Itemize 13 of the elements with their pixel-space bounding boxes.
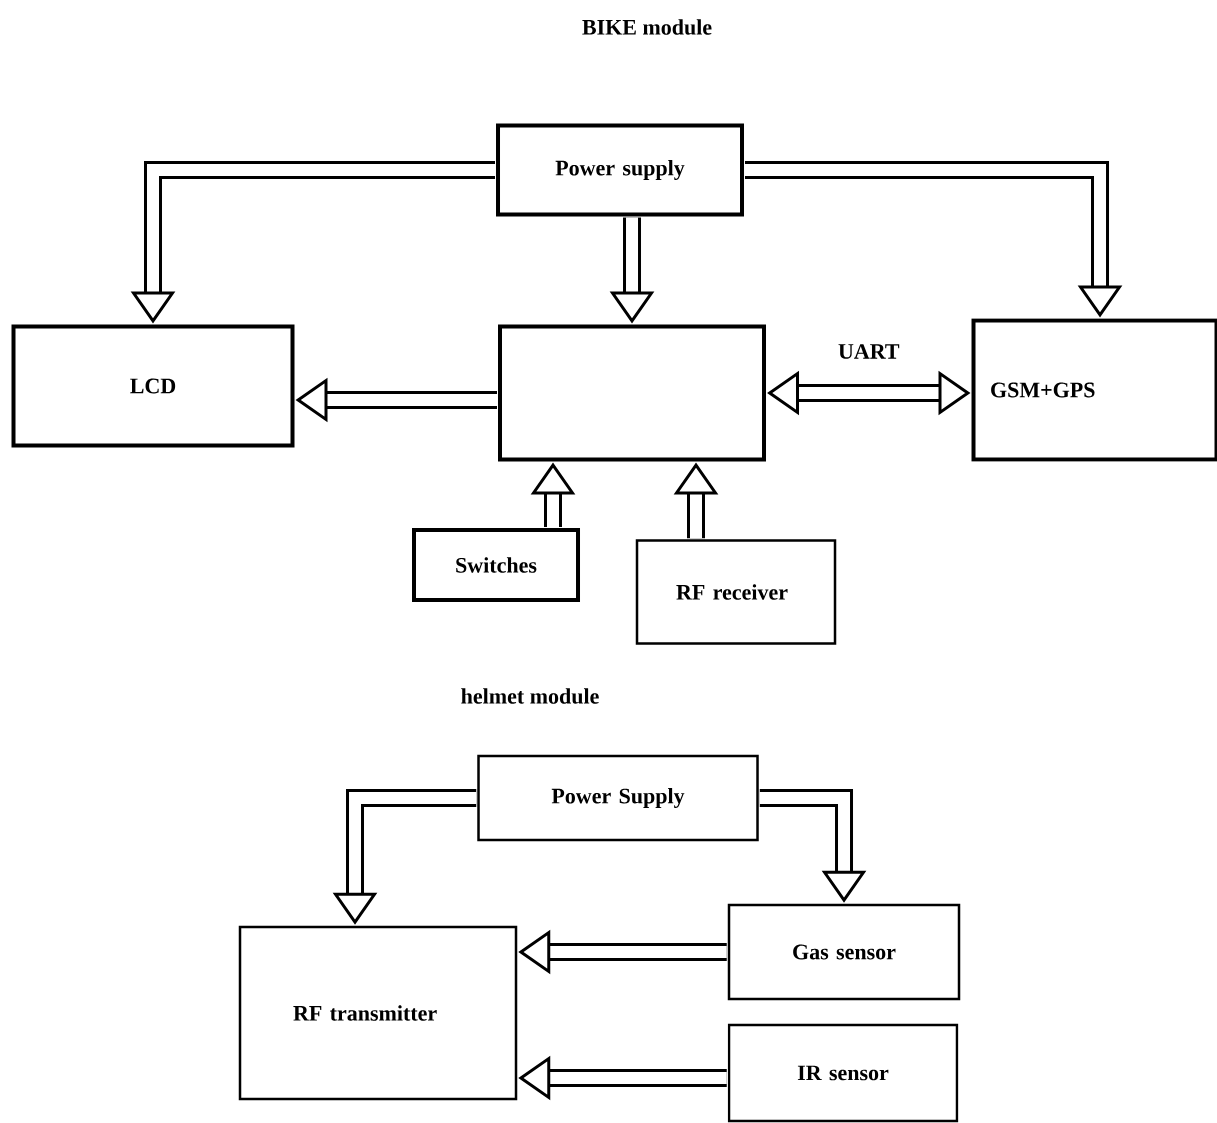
section-heading: helmet module (461, 688, 599, 704)
block-box: GSM+GPS (971, 318, 1217, 462)
block-box: IR sensor (727, 1023, 959, 1123)
block-box: Switches (412, 528, 580, 602)
block-box: Gas sensor (727, 903, 961, 1001)
edge-label: UART (838, 344, 900, 359)
title: BIKE module (582, 19, 712, 35)
block-box: RF receiver (635, 539, 837, 645)
block-box (498, 324, 766, 462)
block-box: RF transmitter (238, 925, 518, 1101)
block-box: Power Supply (477, 754, 759, 842)
block-box: Power supply (496, 123, 744, 217)
block-box: LCD (11, 324, 295, 448)
